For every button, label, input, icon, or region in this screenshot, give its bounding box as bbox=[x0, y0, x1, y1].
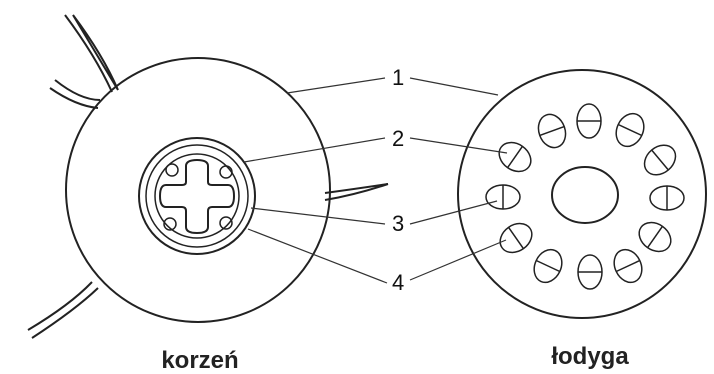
stem-vascular-bundle bbox=[638, 221, 672, 253]
stem-vascular-bundle bbox=[533, 248, 563, 284]
leader-line-3-stem bbox=[409, 200, 498, 225]
stem-vascular-bundle bbox=[576, 103, 602, 139]
stem-vascular-bundle bbox=[649, 185, 685, 211]
root-central-cylinder-outer bbox=[138, 137, 256, 255]
root-cross-section bbox=[27, 14, 389, 339]
label-2: 2 bbox=[392, 126, 404, 151]
leader-line-2-stem bbox=[409, 137, 508, 154]
root-hair bbox=[27, 281, 99, 339]
stem-epidermis bbox=[457, 69, 707, 319]
caption-stem: łodyga bbox=[551, 343, 629, 370]
label-4: 4 bbox=[392, 270, 404, 295]
root-phloem bbox=[219, 216, 233, 230]
root-xylem-cross bbox=[158, 158, 236, 235]
stem-vascular-bundle bbox=[537, 113, 567, 149]
caption-root: korzeń bbox=[161, 347, 238, 374]
root-hair bbox=[64, 14, 119, 93]
leader-line-1-stem bbox=[409, 77, 499, 96]
stem-vascular-bundle bbox=[499, 222, 533, 254]
root-epidermis bbox=[65, 57, 331, 323]
root-phloem bbox=[163, 217, 177, 231]
leader-line-1-root bbox=[286, 77, 386, 94]
root-hair bbox=[324, 183, 389, 201]
root-hair bbox=[49, 79, 101, 109]
leader-line-4-stem bbox=[409, 239, 507, 281]
root-pericycle bbox=[154, 153, 240, 239]
leader-line-3-root bbox=[250, 207, 386, 225]
stem-vascular-bundle bbox=[498, 141, 532, 173]
root-central-cylinder-inner bbox=[145, 144, 249, 248]
leader-lines bbox=[243, 77, 508, 284]
stem-cross-section bbox=[457, 69, 707, 319]
label-1: 1 bbox=[392, 65, 404, 90]
stem-vascular-bundle bbox=[577, 254, 603, 290]
label-3: 3 bbox=[392, 211, 404, 236]
root-phloem bbox=[165, 163, 179, 177]
stem-pith bbox=[551, 166, 619, 224]
stem-vascular-bundle bbox=[643, 144, 677, 176]
stem-vascular-bundle bbox=[615, 112, 645, 148]
stem-vascular-bundle bbox=[485, 184, 521, 210]
leader-line-2-root bbox=[243, 137, 386, 163]
stem-vascular-bundle bbox=[613, 248, 643, 284]
leader-line-4-root bbox=[247, 228, 388, 284]
root-phloem bbox=[219, 165, 233, 179]
